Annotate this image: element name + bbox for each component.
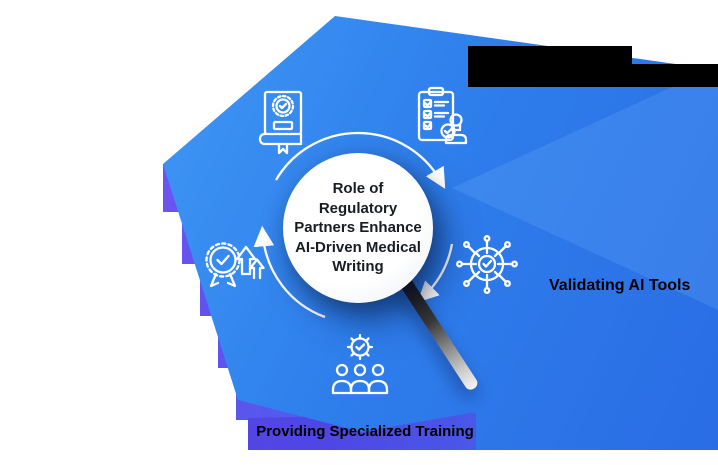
certified-book-icon: [248, 86, 316, 163]
label-providing-specialized-training: Providing Specialized Training: [256, 423, 474, 440]
ai-network-gear-icon: [453, 230, 523, 305]
center-title-line: AI-Driven Medical: [295, 238, 421, 256]
approval-clipboard-stamp-icon: [406, 84, 476, 163]
center-title-line: Regulatory: [318, 199, 398, 217]
label-validating-ai-tools: Validating AI Tools: [549, 277, 691, 294]
top-right-label-redacted-bar: [468, 64, 718, 87]
magnifier-lens-circle: Role of Regulatory Partners Enhance AI-D…: [283, 153, 433, 303]
center-title-line: Partners Enhance: [294, 219, 422, 237]
center-title-line: Writing: [332, 258, 384, 276]
top-right-label-redacted-bar: [468, 46, 632, 65]
quality-badge-growth-arrows-icon: [196, 230, 268, 307]
center-title-line: Role of: [332, 180, 384, 198]
center-title: Role of Regulatory Partners Enhance AI-D…: [294, 179, 422, 277]
team-training-gear-icon: [325, 332, 395, 403]
